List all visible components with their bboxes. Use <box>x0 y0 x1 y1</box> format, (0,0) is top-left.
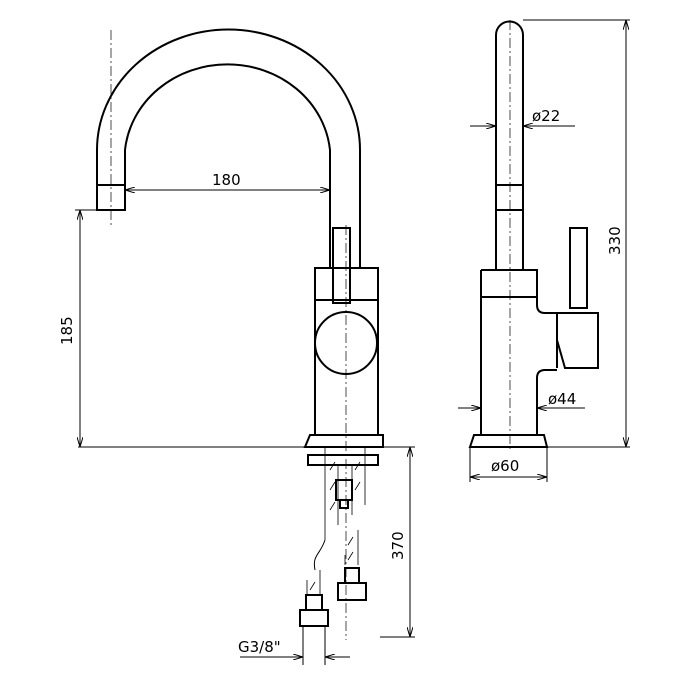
side-lever <box>569 227 588 309</box>
dim-370: 370 <box>389 531 407 560</box>
side-dimensions: 330 ø22 ø44 ø60 <box>458 19 630 482</box>
dim-d60: ø60 <box>491 457 519 475</box>
hose-nut-1 <box>299 609 329 627</box>
dim-330: 330 <box>606 226 624 255</box>
front-view <box>78 28 415 640</box>
side-body <box>481 269 557 435</box>
side-handle <box>556 312 599 369</box>
spout-inner <box>124 63 331 268</box>
dim-180: 180 <box>212 171 241 189</box>
side-base <box>468 434 549 448</box>
hose-nut-2 <box>337 582 367 601</box>
base <box>303 434 384 448</box>
lever <box>332 227 351 304</box>
dim-d44: ø44 <box>548 390 576 408</box>
body <box>314 267 379 436</box>
mounting-plate <box>307 454 379 466</box>
front-dimensions: 180 185 370 G3/8" <box>58 171 415 665</box>
spout-outer <box>96 28 361 268</box>
dim-185: 185 <box>58 316 76 345</box>
side-spout <box>495 20 524 270</box>
dim-d22: ø22 <box>532 107 560 125</box>
side-view <box>468 20 599 450</box>
dim-g38: G3/8" <box>238 638 281 656</box>
